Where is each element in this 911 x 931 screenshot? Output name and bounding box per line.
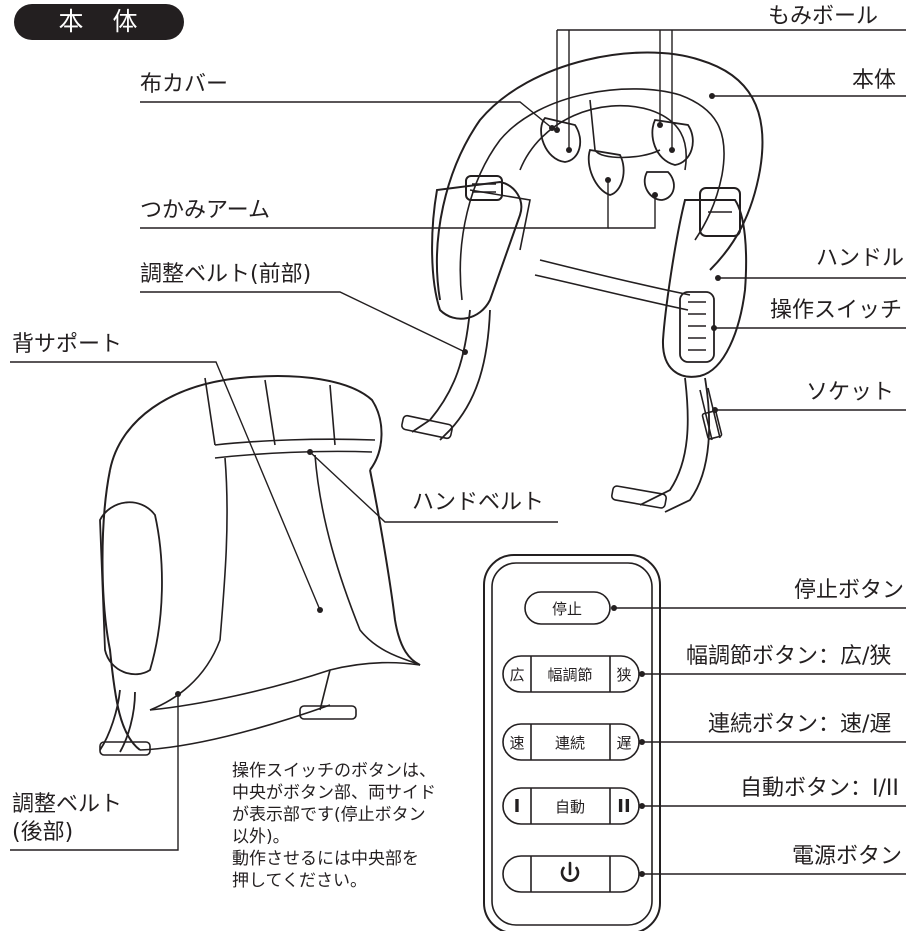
- label-op-switch: 操作スイッチ: [770, 298, 903, 323]
- label-grip-arm: つかみアーム: [140, 198, 271, 223]
- width-center-button: 幅調節: [547, 666, 592, 684]
- cont-center-button: 連続: [555, 734, 585, 752]
- label-hontai: 本体: [852, 68, 897, 93]
- back-support-illustration: [99, 375, 421, 756]
- section-title-badge: 本 体: [14, 4, 184, 40]
- label-momi-ball: もみボール: [768, 4, 879, 29]
- cont-left-indicator: 速: [509, 734, 524, 752]
- stop-button-label: 停止: [552, 600, 582, 618]
- label-hand-belt: ハンドベルト: [412, 490, 545, 515]
- label-power-button: 電源ボタン: [792, 844, 903, 869]
- auto-center-button: 自動: [555, 798, 585, 816]
- label-cloth-cover: 布カバー: [140, 72, 229, 97]
- section-title: 本 体: [58, 7, 140, 36]
- label-handle: ハンドル: [816, 246, 905, 271]
- auto-left-indicator: I: [514, 796, 521, 817]
- label-belt-front: 調整ベルト(前部): [140, 262, 312, 287]
- power-icon: [560, 861, 580, 882]
- label-socket: ソケット: [806, 380, 895, 405]
- label-width-button: 幅調節ボタン：広/狭: [686, 644, 892, 669]
- note-line: 以外)。: [232, 827, 290, 847]
- label-stop-button: 停止ボタン: [794, 578, 905, 603]
- note-line: 操作スイッチのボタンは、: [232, 761, 436, 781]
- label-belt-rear-2: (後部): [12, 820, 74, 845]
- width-right-indicator: 狭: [616, 666, 631, 684]
- label-cont-button: 連続ボタン：速/遅: [708, 712, 892, 737]
- note-line: 押してください。: [232, 871, 367, 891]
- auto-right-indicator: II: [617, 796, 630, 817]
- main-unit-illustration: [401, 51, 764, 513]
- label-auto-button: 自動ボタン：I/II: [740, 776, 899, 801]
- leader-lines: [10, 29, 906, 875]
- leader-dots: [175, 93, 721, 877]
- cont-right-indicator: 遅: [616, 734, 631, 752]
- width-left-indicator: 広: [509, 666, 524, 684]
- note-line: が表示部です(停止ボタン: [232, 805, 426, 825]
- note-line: 動作させるには中央部を: [232, 849, 419, 869]
- usage-note: 操作スイッチのボタンは、 中央がボタン部、両サイド が表示部です(停止ボタン 以…: [232, 760, 462, 892]
- note-line: 中央がボタン部、両サイド: [232, 783, 436, 803]
- label-belt-rear-1: 調整ベルト: [12, 792, 123, 817]
- label-back-support: 背サポート: [12, 332, 123, 357]
